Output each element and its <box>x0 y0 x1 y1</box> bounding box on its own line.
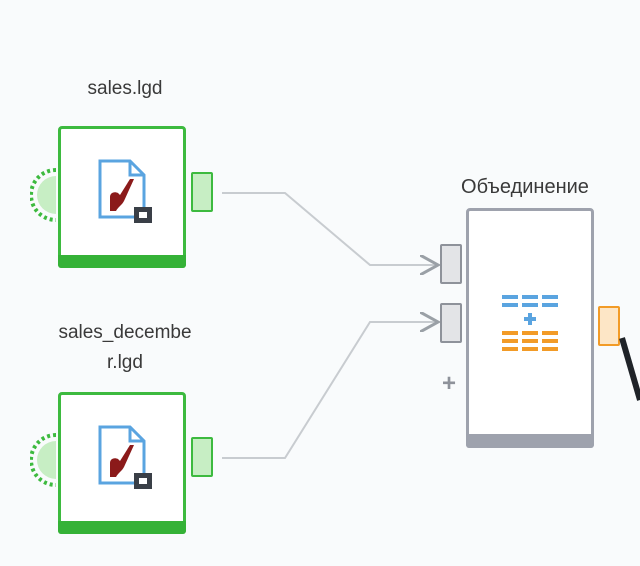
node-footer-merge <box>466 434 594 448</box>
output-port-sales-december[interactable] <box>191 437 213 477</box>
wire-sales-december-to-merge <box>222 322 436 459</box>
file-pipe-icon <box>98 425 152 489</box>
node-label-sales-december: sales_decembe r.lgd <box>30 318 220 378</box>
merge-rows-icon <box>502 295 558 351</box>
node-label-sales: sales.lgd <box>87 78 163 99</box>
node-merge[interactable] <box>466 208 594 448</box>
node-footer-sales-december <box>58 521 186 534</box>
node-sales-december[interactable] <box>58 392 186 534</box>
file-pipe-icon <box>98 159 152 223</box>
input-half-circle-sales[interactable] <box>30 168 56 222</box>
node-footer-sales <box>58 255 186 268</box>
input-port-2-merge[interactable] <box>440 303 462 343</box>
output-port-merge[interactable] <box>598 306 620 346</box>
node-label-line2: r.lgd <box>107 352 143 373</box>
input-port-1-merge[interactable] <box>440 244 462 284</box>
output-port-sales[interactable] <box>191 172 213 212</box>
node-label-line1: sales_decembe <box>58 322 192 343</box>
node-sales[interactable] <box>58 126 186 268</box>
wire-sales-to-merge <box>222 192 436 265</box>
input-half-circle-sales-december[interactable] <box>30 433 56 487</box>
add-input-port-button[interactable]: + <box>442 370 457 397</box>
node-label-merge: Объединение <box>461 176 589 198</box>
